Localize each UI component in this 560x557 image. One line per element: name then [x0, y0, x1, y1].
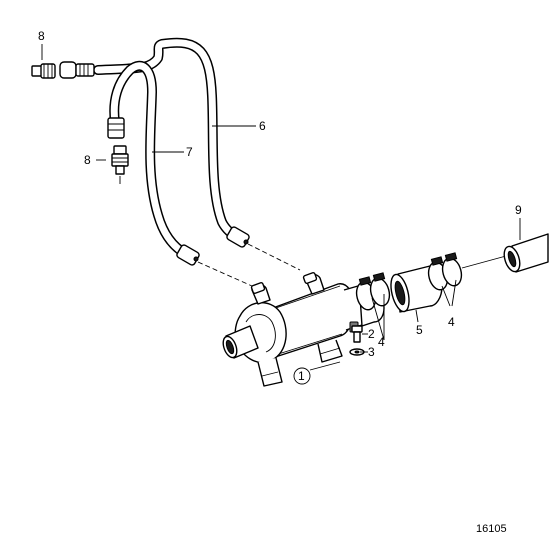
fitting-8-top: [31, 61, 95, 79]
assembly-line-a: [197, 261, 253, 287]
callout-5: 5: [416, 323, 423, 337]
hose-7-end-nut: [176, 244, 200, 266]
axis-line: [461, 255, 507, 269]
callout-8-top: 8: [38, 29, 45, 43]
callout-8-lower: 8: [84, 153, 91, 167]
washer-3: [349, 348, 365, 356]
assembly-line-b: [247, 243, 301, 271]
fitting-8-lower: [107, 117, 129, 184]
hose-6-end-nut: [226, 226, 250, 248]
hose-7: [109, 60, 191, 259]
drawing-number: 16105: [476, 523, 507, 535]
callout-2: 2: [368, 327, 375, 341]
callout-4-right: 4: [448, 315, 455, 329]
callout-1-circle: [293, 367, 311, 385]
callout-4-left: 4: [378, 335, 385, 349]
hose-6: [93, 37, 243, 243]
callout-3: 3: [368, 345, 375, 359]
hose-clamps-4-right: [427, 252, 463, 291]
callout-9: 9: [515, 203, 522, 217]
screw-2: [351, 325, 363, 343]
callout-1: 1: [298, 369, 305, 383]
callout-6: 6: [259, 119, 266, 133]
callout-labels: 1 2 3 4 4 5 6 7 8 8 9 16105: [38, 29, 522, 535]
callout-7: 7: [186, 145, 193, 159]
hose-clamps-4-left: [355, 272, 391, 311]
leader-lines: [41, 44, 521, 371]
pipe-9: [503, 233, 549, 273]
